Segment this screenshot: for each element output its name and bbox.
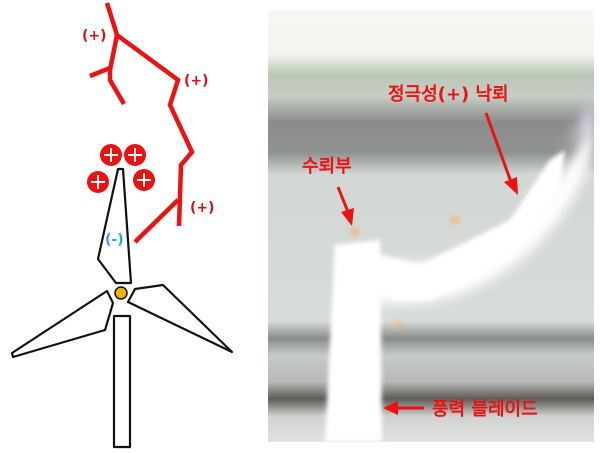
positive-charge-icon: [124, 144, 146, 166]
lightning-photo: [268, 10, 594, 442]
strike-label: (+): [82, 28, 107, 44]
arrow-head-icon: [504, 177, 518, 195]
label-positive-lightning: 정극성(+) 낙뢰: [388, 84, 509, 105]
blade-right: [126, 283, 234, 354]
lightning-leader: [89, 2, 195, 244]
positive-charges: [87, 144, 155, 193]
positive-charge-icon: [100, 144, 122, 166]
arrow-head-icon: [341, 208, 354, 226]
arrow-lightning: [484, 112, 513, 183]
strike-label: (+): [190, 200, 215, 216]
blade-left: [10, 289, 115, 359]
positive-charge-icon: [133, 169, 155, 191]
arrow-head-icon: [383, 401, 398, 415]
wind-turbine: [10, 167, 234, 449]
label-receptor: 수뢰부: [302, 156, 352, 177]
blade-top: [96, 167, 133, 285]
hub: [114, 286, 128, 300]
negative-charge-label: (-): [105, 232, 124, 248]
arrow-receptor: [336, 186, 350, 213]
label-wind-blade: 풍력 블레이드: [432, 399, 538, 420]
photo-arrows: [336, 112, 518, 415]
strike-label: (+): [184, 73, 209, 89]
positive-charge-icon: [87, 171, 109, 193]
tower: [112, 314, 132, 449]
